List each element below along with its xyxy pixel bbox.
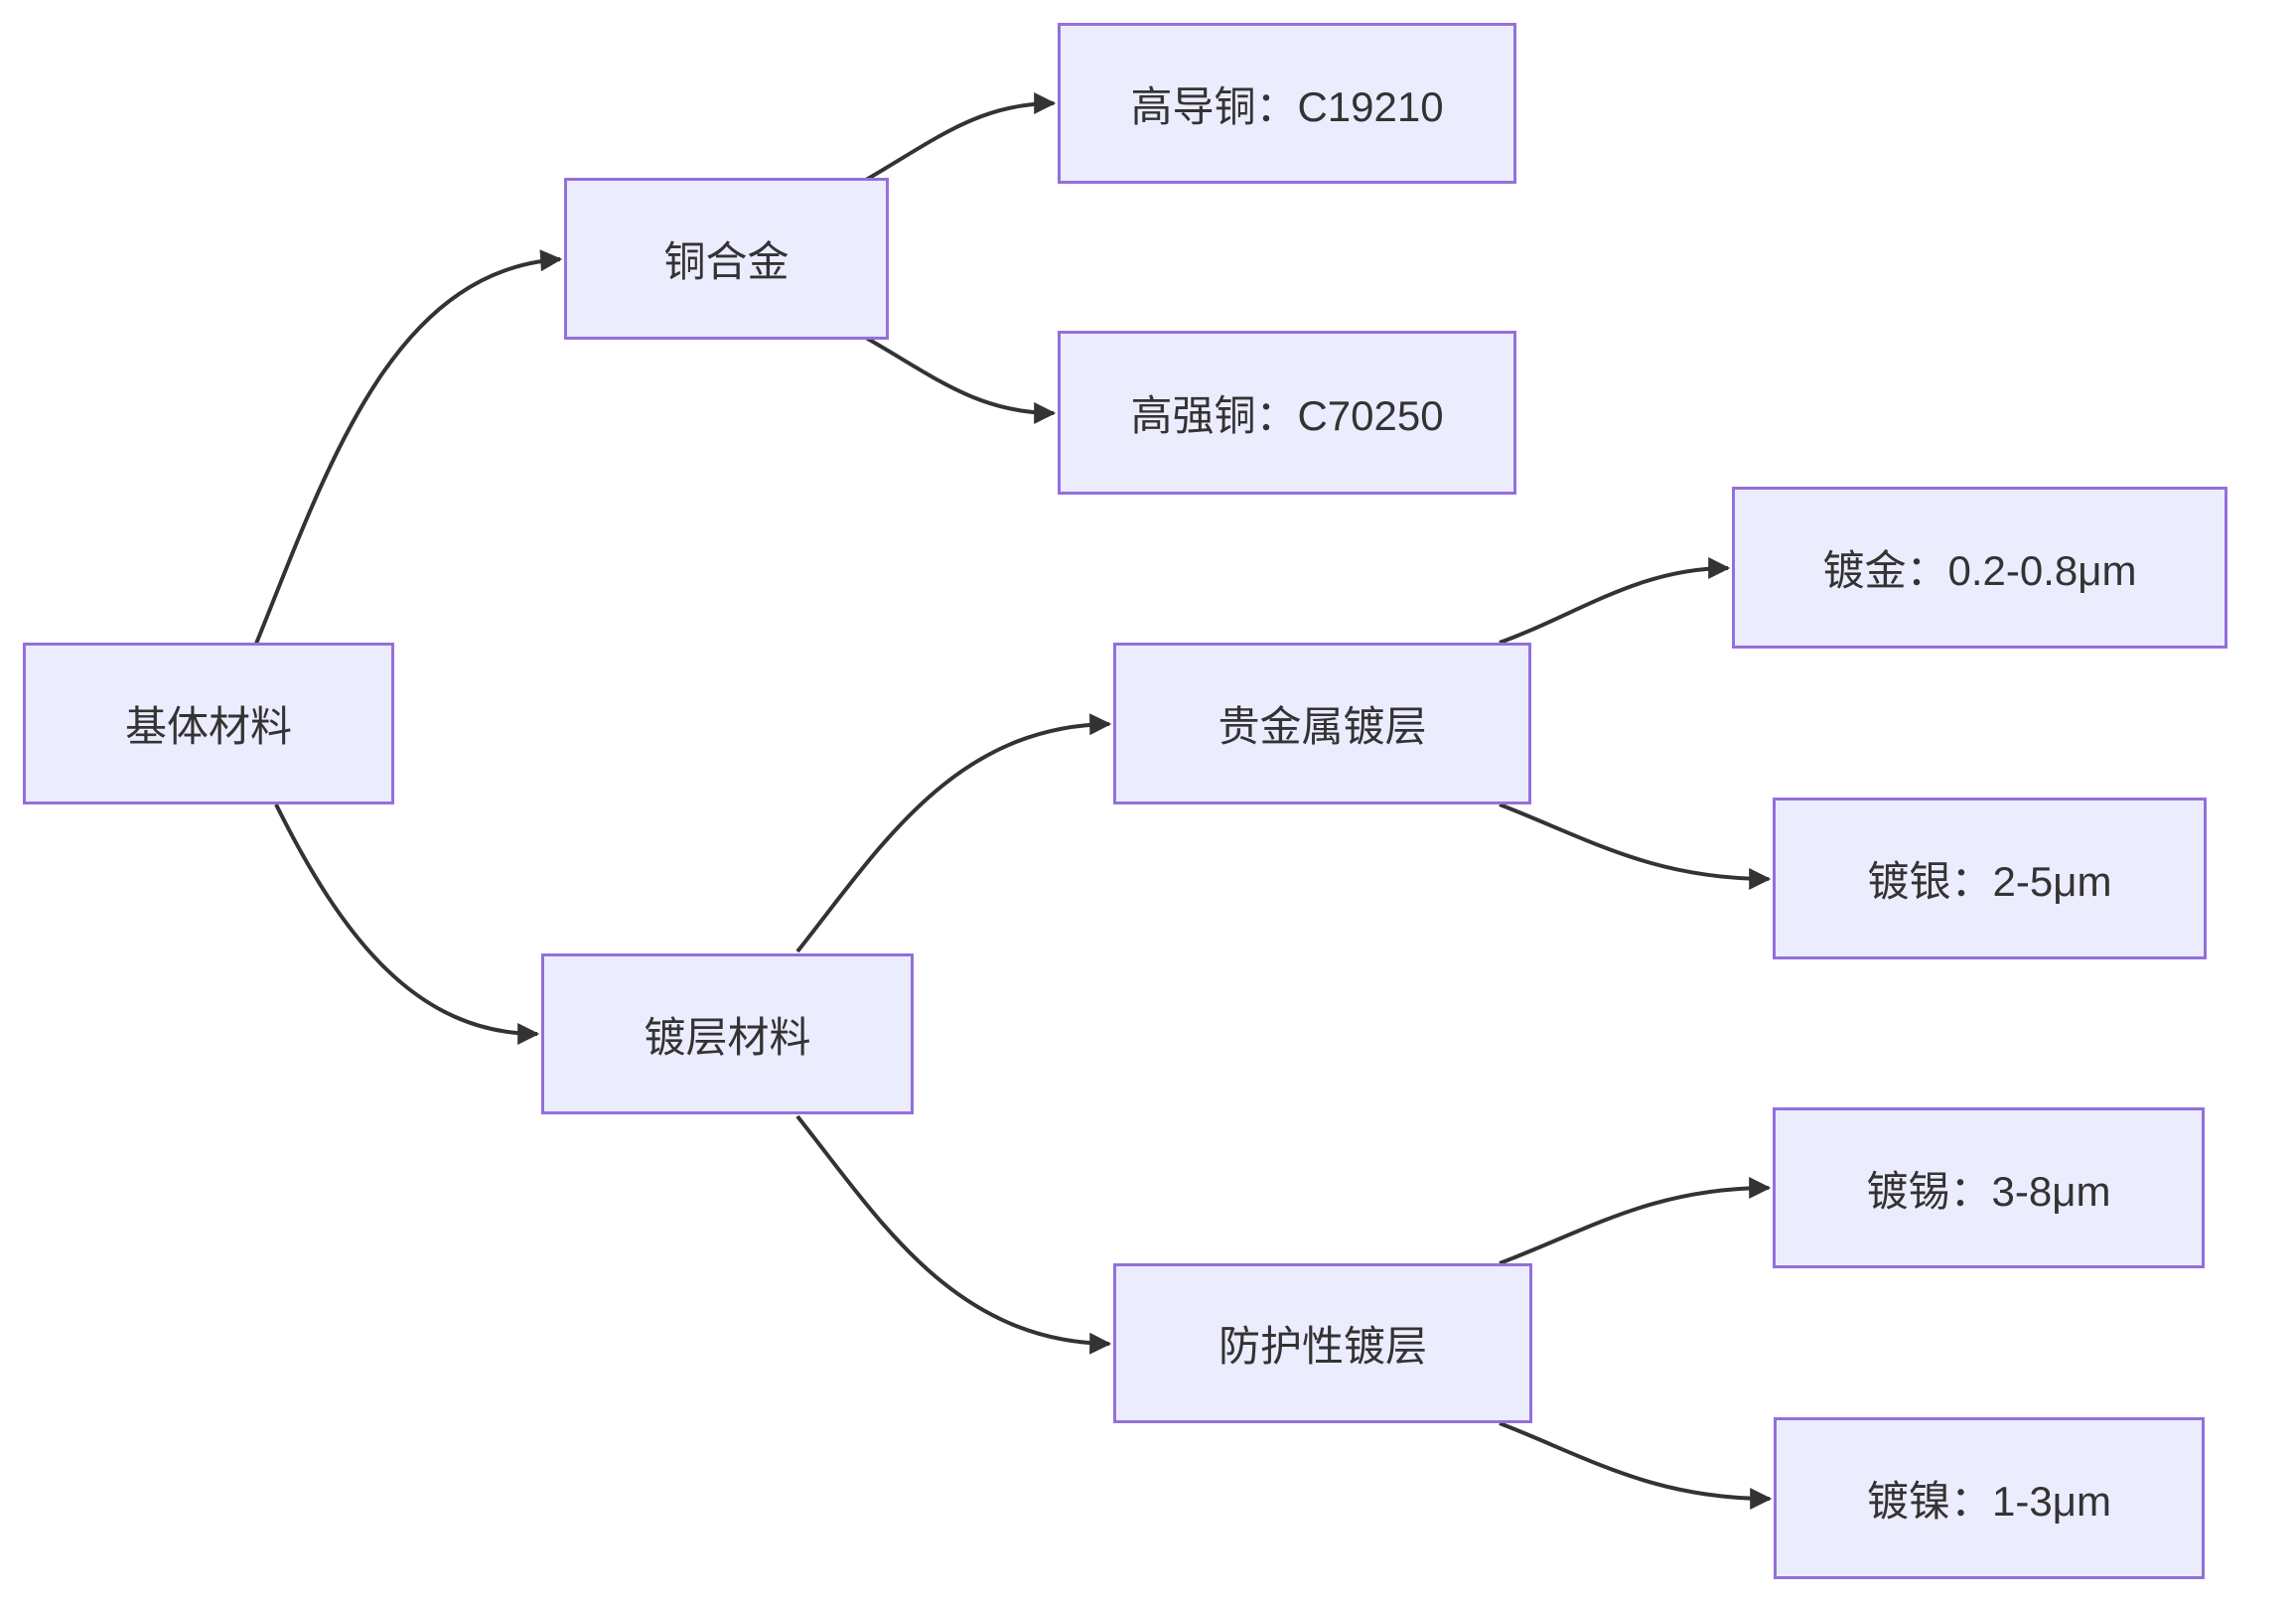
node-plating-material-label: 镀层材料 xyxy=(644,1013,811,1061)
edge-copper-alloy-to-high-conductivity-copper xyxy=(865,92,1057,182)
node-precious-metal-plating: 贵金属镀层 xyxy=(1113,643,1531,804)
node-silver-plating: 镀银：2-5μm xyxy=(1773,798,2207,959)
node-high-conductivity-copper: 高导铜：C19210 xyxy=(1058,23,1516,184)
node-protective-plating: 防护性镀层 xyxy=(1113,1263,1532,1423)
node-gold-plating: 镀金：0.2-0.8μm xyxy=(1732,487,2227,649)
edge-copper-alloy-to-high-strength-copper xyxy=(865,336,1057,424)
node-silver-plating-label: 镀银：2-5μm xyxy=(1867,858,2112,905)
node-high-strength-copper: 高强铜：C70250 xyxy=(1058,331,1516,495)
node-high-conductivity-copper-label: 高导铜：C19210 xyxy=(1130,82,1444,130)
node-plating-material: 镀层材料 xyxy=(541,953,914,1114)
edge-base-material-to-copper-alloy xyxy=(254,249,563,645)
node-nickel-plating: 镀镍：1-3μm xyxy=(1774,1417,2205,1579)
node-tin-plating: 镀锡：3-8μm xyxy=(1773,1107,2205,1268)
node-precious-metal-plating-label: 贵金属镀层 xyxy=(1218,703,1427,750)
edge-plating-material-to-protective-plating xyxy=(795,1114,1112,1355)
edge-plating-material-to-precious-metal-plating xyxy=(795,713,1112,953)
node-nickel-plating-label: 镀镍：1-3μm xyxy=(1867,1478,2111,1525)
edge-precious-metal-plating-to-silver-plating xyxy=(1499,802,1772,890)
node-base-material-label: 基体材料 xyxy=(124,703,292,750)
node-high-strength-copper-label: 高强铜：C70250 xyxy=(1130,392,1444,439)
node-protective-plating-label: 防护性镀层 xyxy=(1218,1323,1427,1370)
edge-base-material-to-plating-material xyxy=(274,803,540,1045)
node-copper-alloy: 铜合金 xyxy=(564,178,889,340)
edge-protective-plating-to-tin-plating xyxy=(1499,1177,1772,1265)
node-tin-plating-label: 镀锡：3-8μm xyxy=(1866,1167,2111,1215)
edge-precious-metal-plating-to-gold-plating xyxy=(1499,557,1731,645)
edge-protective-plating-to-nickel-plating xyxy=(1499,1421,1773,1510)
node-gold-plating-label: 镀金：0.2-0.8μm xyxy=(1822,547,2137,594)
node-copper-alloy-label: 铜合金 xyxy=(663,238,789,285)
node-base-material: 基体材料 xyxy=(23,643,394,804)
